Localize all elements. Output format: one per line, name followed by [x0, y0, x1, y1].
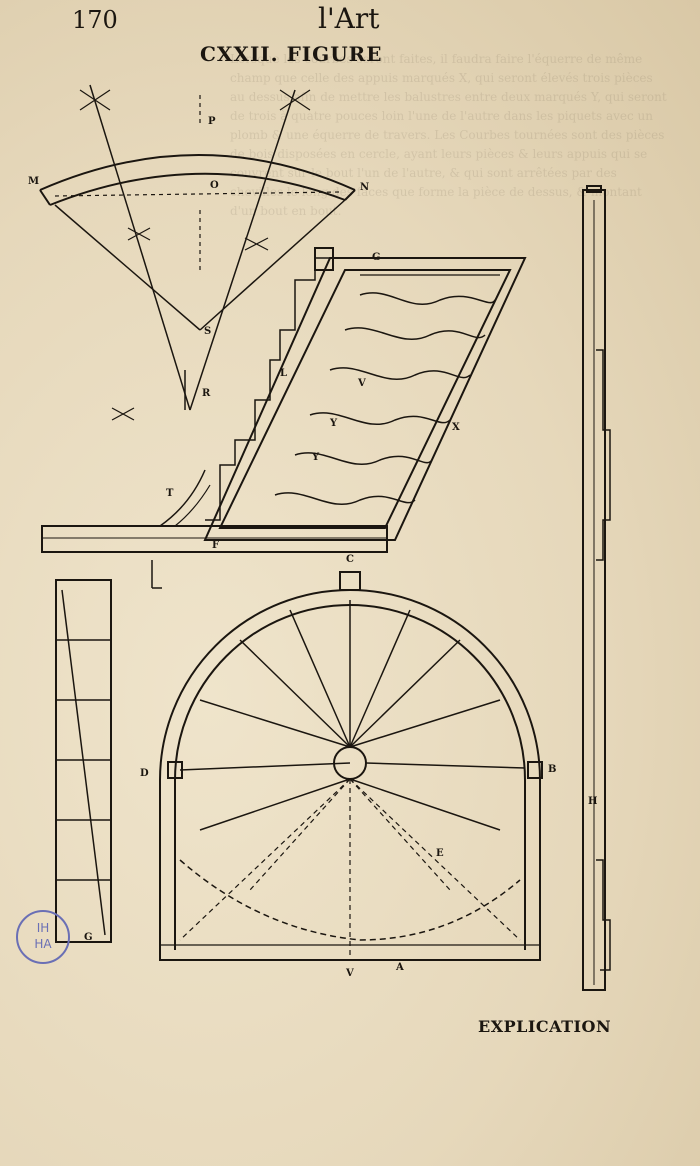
label-G-left: G: [84, 932, 93, 943]
side-frame: [55, 579, 112, 943]
catchword: EXPLICATION: [478, 1017, 612, 1036]
label-O: O: [210, 180, 219, 191]
running-head: l'Art: [318, 2, 380, 35]
label-G: G: [372, 252, 381, 263]
label-H: H: [588, 796, 597, 807]
label-L: L: [280, 368, 287, 379]
stamp-line-2: HA: [34, 937, 52, 951]
wheel-plan: [159, 571, 543, 961]
label-A: A: [395, 962, 404, 973]
label-Y1: Y: [329, 418, 338, 429]
label-R: R: [202, 388, 211, 399]
diagram-labels: M N O P S R G L V Y Y X T F C B D E V H …: [28, 116, 597, 979]
page-number: 170: [72, 6, 118, 34]
library-stamp: IH HA: [16, 910, 70, 964]
label-V-rail: V: [357, 378, 366, 389]
label-B: B: [548, 764, 556, 775]
label-Y2: Y: [311, 452, 320, 463]
label-N: N: [360, 182, 369, 193]
label-X: X: [452, 422, 460, 433]
label-D: D: [140, 768, 149, 779]
label-M: M: [28, 176, 39, 187]
label-E: E: [436, 848, 444, 859]
label-V-bottom: V: [345, 968, 354, 979]
vertical-rail: [582, 185, 611, 991]
figure-title: CXXII. FIGURE: [200, 42, 383, 66]
label-C: C: [346, 554, 354, 565]
label-P: P: [208, 116, 216, 127]
label-S: S: [204, 326, 211, 337]
stamp-line-1: IH: [36, 921, 50, 935]
stair-stringer: [203, 247, 527, 541]
label-F: F: [212, 540, 219, 551]
base-rail: [41, 469, 388, 589]
arc-template: [39, 84, 356, 421]
label-T: T: [166, 488, 174, 499]
